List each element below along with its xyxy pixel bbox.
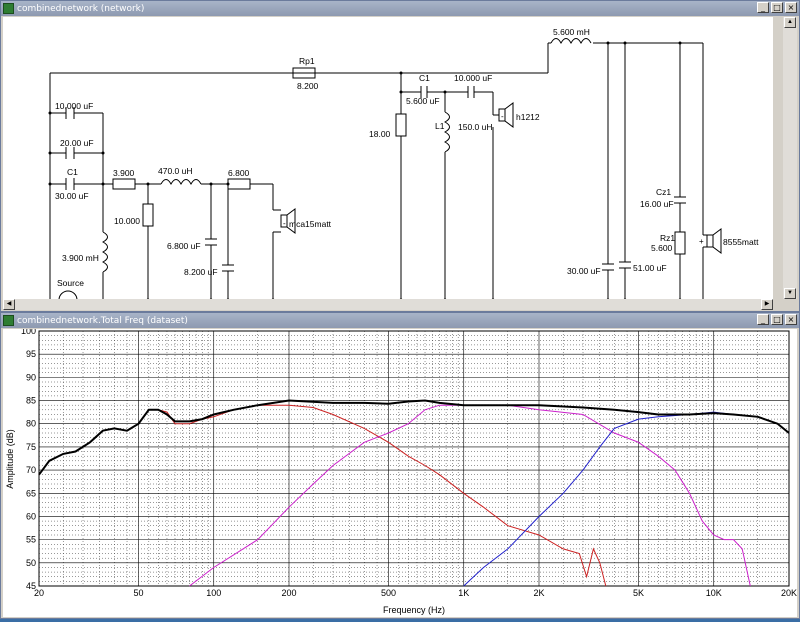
label-driver-tweeter: h1212 (516, 112, 540, 122)
network-horizontal-scrollbar[interactable]: ◀ ▶ (3, 299, 773, 310)
network-vertical-scrollbar[interactable]: ▲ ▼ (783, 17, 797, 299)
schematic-svg: 10.000 uF 20.00 uF C1 30.00 uF 3.900 470… (48, 27, 759, 310)
label-cz1-value: 16.00 uF (640, 199, 674, 209)
label-source: Source (57, 278, 84, 288)
label-res-18: 18.00 (369, 129, 391, 139)
x-tick-label: 500 (381, 588, 396, 598)
y-tick-label: 55 (26, 535, 36, 545)
minimize-button[interactable]: _ (757, 2, 769, 13)
y-tick-label: 85 (26, 396, 36, 406)
maximize-button[interactable]: □ (771, 314, 783, 325)
label-c1b-name: C1 (419, 73, 430, 83)
label-l1-name: L1 (435, 121, 445, 131)
y-tick-label: 65 (26, 488, 36, 498)
label-cap-30uF: 30.00 uF (567, 266, 601, 276)
scroll-left-arrow[interactable]: ◀ (3, 299, 15, 310)
label-driver-mid: mca15matt (289, 219, 332, 229)
y-tick-label: 50 (26, 558, 36, 568)
svg-text:-: - (283, 219, 286, 228)
label-cap-8200uF: 8.200 uF (184, 267, 218, 277)
label-res-10000: 10.000 (114, 216, 140, 226)
y-tick-label: 90 (26, 372, 36, 382)
x-tick-label: 2K (533, 588, 544, 598)
maximize-button[interactable]: □ (771, 2, 783, 13)
label-res-3900: 3.900 (113, 168, 135, 178)
label-cap-20uF: 20.00 uF (60, 138, 94, 148)
plot-frame (38, 330, 790, 587)
x-tick-label: 20K (781, 588, 797, 598)
label-rz1-name: Rz1 (660, 233, 675, 243)
scroll-up-arrow[interactable]: ▲ (784, 17, 796, 28)
label-cap-10000uF: 10.000 uF (454, 73, 492, 83)
series-line-1 (189, 404, 751, 587)
label-res-6800: 6.800 (228, 168, 250, 178)
y-tick-label: 60 (26, 511, 36, 521)
y-tick-label: 100 (21, 329, 36, 336)
label-c1-value: 30.00 uF (55, 191, 89, 201)
x-tick-label: 100 (206, 588, 221, 598)
y-tick-label: 95 (26, 349, 36, 359)
x-tick-label: 10K (706, 588, 722, 598)
label-c1b-value: 5.600 uF (406, 96, 440, 106)
svg-text:+: + (699, 237, 704, 246)
x-tick-label: 50 (133, 588, 143, 598)
label-cap-51uF: 51.00 uF (633, 263, 667, 273)
label-l1-value: 150.0 uH (458, 122, 493, 132)
x-tick-label: 200 (281, 588, 296, 598)
scroll-down-arrow[interactable]: ▼ (784, 288, 796, 299)
y-axis-label: Amplitude (dB) (5, 429, 15, 489)
label-driver-woofer: 8555matt (723, 237, 759, 247)
label-rz1-value: 5.600 (651, 243, 673, 253)
y-tick-label: 80 (26, 419, 36, 429)
frequency-response-chart: 20 50 100 200 500 1K 2K 5K 10K 20K 45 50 55 60 65 70 75 8… (5, 326, 797, 615)
label-cap-6800uF: 6.800 uF (167, 241, 201, 251)
label-rp1-name: Rp1 (299, 56, 315, 66)
series-line-3 (38, 399, 790, 476)
freq-titlebar[interactable]: combinednetwork.Total Freq (dataset) _ □… (1, 313, 799, 328)
y-tick-label: 75 (26, 442, 36, 452)
label-cap-10uF: 10.000 uF (55, 101, 93, 111)
y-tick-label: 70 (26, 465, 36, 475)
freq-window-title: combinednetwork.Total Freq (dataset) (17, 315, 188, 326)
schematic-canvas[interactable]: 10.000 uF 20.00 uF C1 30.00 uF 3.900 470… (3, 17, 773, 310)
freq-window: combinednetwork.Total Freq (dataset) _ □… (0, 312, 800, 619)
label-cz1-name: Cz1 (656, 187, 671, 197)
label-ind-470: 470.0 uH (158, 166, 193, 176)
minimize-button[interactable]: _ (757, 314, 769, 325)
scroll-right-arrow[interactable]: ▶ (761, 299, 773, 310)
x-axis-label: Frequency (Hz) (383, 605, 445, 615)
label-c1-name: C1 (67, 167, 78, 177)
y-tick-label: 45 (26, 581, 36, 591)
close-button[interactable]: × (785, 2, 797, 13)
resistor (112, 178, 136, 190)
inductor (160, 179, 202, 186)
x-tick-label: 20 (34, 588, 44, 598)
source-symbol (58, 290, 78, 310)
app-icon (3, 3, 14, 14)
network-window: combinednetwork (network) _ □ × (0, 0, 800, 312)
network-window-title: combinednetwork (network) (17, 3, 145, 14)
x-tick-label: 5K (633, 588, 644, 598)
label-rp1-value: 8.200 (297, 81, 319, 91)
network-titlebar[interactable]: combinednetwork (network) _ □ × (1, 1, 799, 16)
app-icon (3, 315, 14, 326)
chart-canvas[interactable]: 20 50 100 200 500 1K 2K 5K 10K 20K 45 50 55 60 65 70 75 8… (3, 326, 797, 617)
svg-text:-: - (501, 112, 504, 121)
label-ind-5600mH: 5.600 mH (553, 27, 590, 37)
close-button[interactable]: × (785, 314, 797, 325)
label-ind-3900mH: 3.900 mH (62, 253, 99, 263)
x-tick-label: 1K (458, 588, 469, 598)
